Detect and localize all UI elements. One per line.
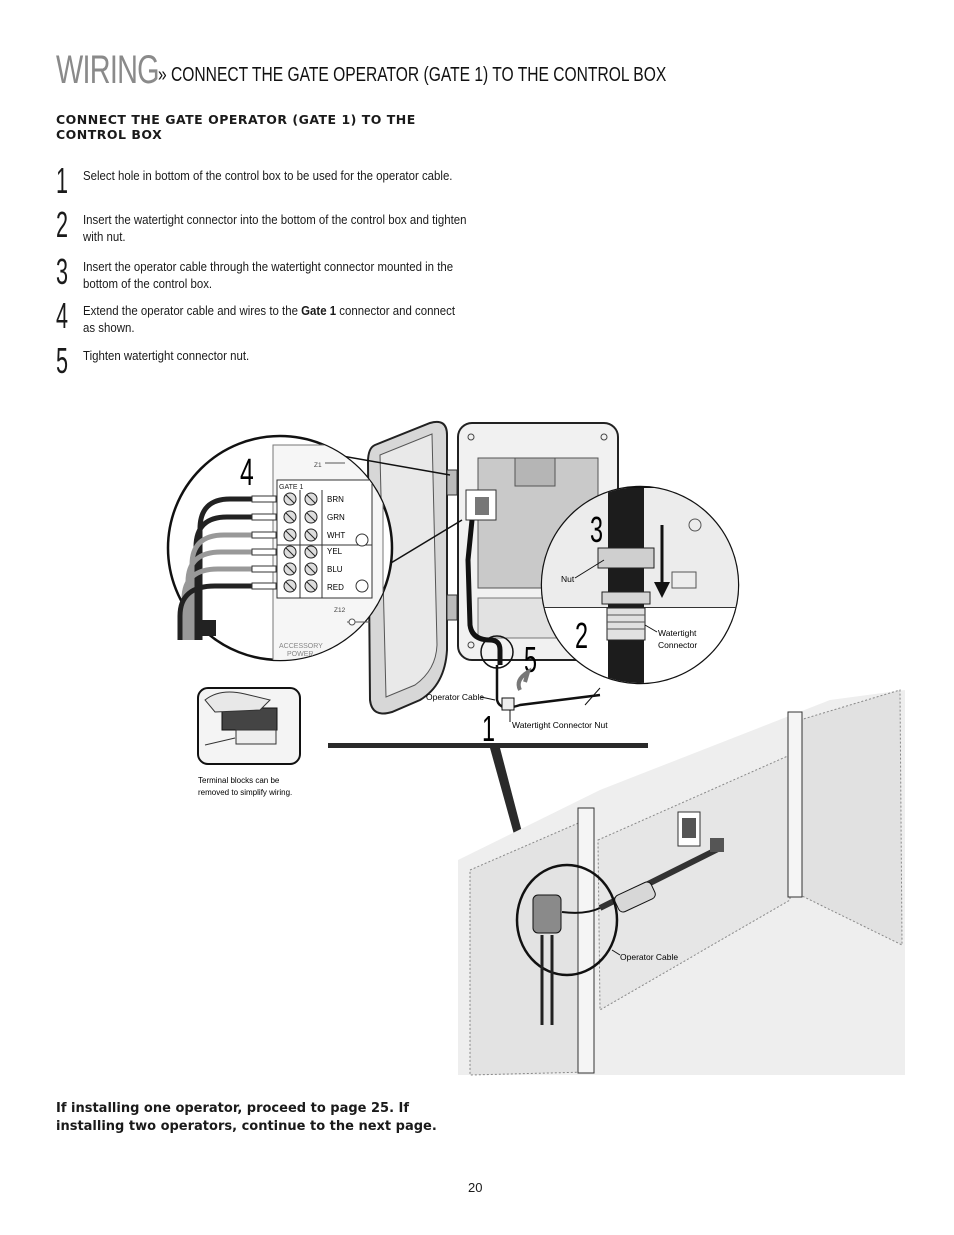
wire-label-brn: BRN xyxy=(327,495,344,504)
wire-ferrule xyxy=(251,565,277,573)
accessory-label-1: ACCESSORY xyxy=(279,643,323,650)
gate-scene xyxy=(458,689,905,1076)
terminal-bottom-label: Z12 xyxy=(334,607,346,614)
gate-operator-cable-label: Operator Cable xyxy=(620,952,678,962)
terminal-screws xyxy=(283,492,318,593)
step-text: Select hole in bottom of the control box… xyxy=(83,168,453,183)
wire-ferrule xyxy=(251,531,277,539)
terminal-note-1: Terminal blocks can be xyxy=(198,776,280,785)
wire-ferrule xyxy=(251,513,277,521)
watertight-connector-label-2: Connector xyxy=(658,640,697,650)
step-number: 4 xyxy=(56,295,69,336)
callout-5-and-cable: 5 1 Operator Cable Watertight Connector … xyxy=(426,635,608,749)
title-main: WIRING xyxy=(56,48,160,92)
callout-number-3: 3 xyxy=(590,511,603,550)
page-number: 20 xyxy=(468,1180,483,1195)
step-number: 3 xyxy=(56,251,69,292)
divider-bar xyxy=(328,743,648,748)
gate-1-emphasis: Gate 1 xyxy=(301,303,337,318)
wire-label-grn: GRN xyxy=(327,513,345,522)
watertight-nut-label: Watertight Connector Nut xyxy=(512,720,608,730)
callout-number-1: 1 xyxy=(482,710,495,749)
terminal-note-2: removed to simplify wiring. xyxy=(198,788,292,797)
terminal-header: GATE 1 xyxy=(279,484,303,491)
accessory-label-2: POWER xyxy=(287,651,313,658)
step-text: Tighten watertight connector nut. xyxy=(83,348,250,363)
footer-note: If installing one operator, proceed to p… xyxy=(56,1101,437,1134)
step-text: Insert the watertight connector into the… xyxy=(83,212,467,244)
callout-3-2-connector: 3 2 Nut Watertight Connector xyxy=(540,485,740,685)
callout-number-4: 4 xyxy=(240,451,254,494)
callout-number-2: 2 xyxy=(575,617,588,656)
wire-label-yel: YEL xyxy=(327,547,343,556)
page-title: WIRING » CONNECT THE GATE OPERATOR (GATE… xyxy=(56,48,666,93)
callout-4-terminal: 4 Z1 GATE 1 Z12 ACCESSORY POWER BRN GRN … xyxy=(166,434,394,662)
wire-label-blu: BLU xyxy=(327,565,343,574)
wire-ferrule xyxy=(251,548,277,556)
wire-ferrule xyxy=(251,582,277,590)
wire-bundle xyxy=(177,495,277,640)
wire-label-red: RED xyxy=(327,583,344,592)
terminal-block-inset xyxy=(197,687,301,765)
wire-ferrule xyxy=(251,495,277,503)
title-sub: » CONNECT THE GATE OPERATOR (GATE 1) TO … xyxy=(158,64,667,86)
section-heading: CONNECT THE GATE OPERATOR (GATE 1) TO TH… xyxy=(56,112,416,142)
step-text: Insert the operator cable through the wa… xyxy=(83,259,454,291)
operator-cable-label: Operator Cable xyxy=(426,692,484,702)
nut-label: Nut xyxy=(561,574,575,584)
watertight-connector-label-1: Watertight xyxy=(658,628,697,638)
wire-label-wht: WHT xyxy=(327,531,345,540)
pointer-wedge xyxy=(490,748,528,856)
step-number: 2 xyxy=(56,204,69,245)
step-text: Extend the operator cable and wires to t… xyxy=(83,303,456,335)
terminal-top-label: Z1 xyxy=(314,462,322,469)
step-number: 5 xyxy=(56,340,69,381)
wire xyxy=(177,583,276,640)
control-box-lid xyxy=(366,420,458,715)
step-number: 1 xyxy=(56,160,69,201)
